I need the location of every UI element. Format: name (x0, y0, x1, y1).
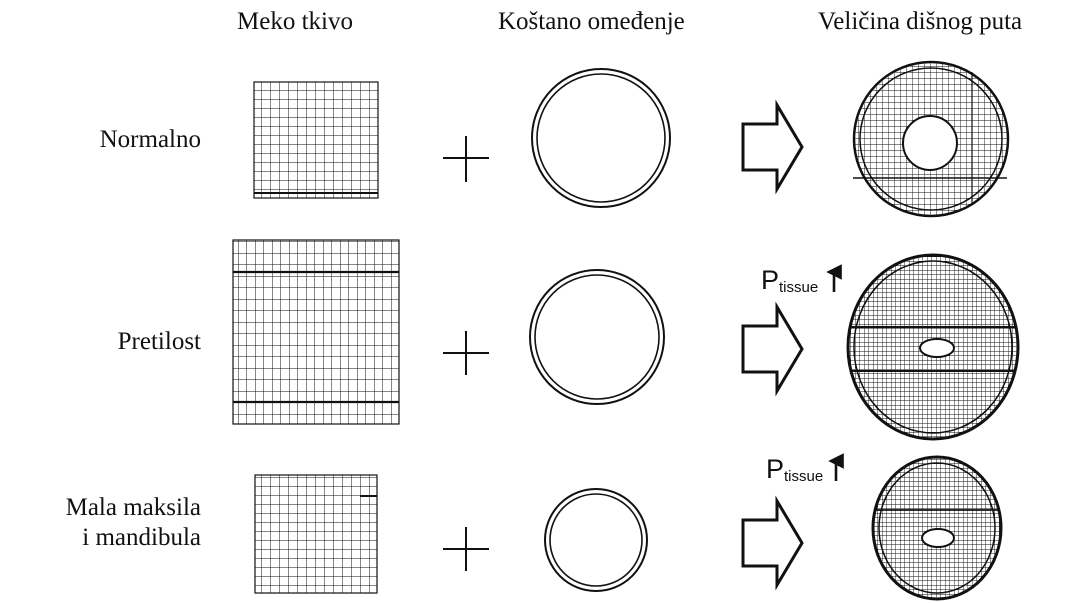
right-arrow-icon (741, 301, 804, 397)
pressure-subscript: tissue (784, 468, 823, 485)
soft-tissue-grid-obesity (232, 239, 400, 425)
soft-tissue-grid-small-jaw (254, 474, 378, 594)
airway-cross-section-obesity (846, 253, 1020, 441)
plus-icon (443, 136, 489, 182)
bony-ring-normal (531, 68, 671, 208)
row-label-normal-line1: Normalno (99, 126, 201, 153)
row-label-small-jaw-line2: i mandibula (82, 524, 201, 551)
row-label-normal: Normalno (100, 125, 201, 155)
right-arrow-icon (741, 495, 804, 591)
pressure-symbol: P (766, 454, 784, 484)
row-label-small-jaw-line1: Mala maksila (65, 494, 201, 521)
pressure-subscript: tissue (779, 279, 818, 296)
airway-cross-section-small-jaw (871, 455, 1003, 601)
pressure-symbol: P (761, 265, 779, 295)
row-label-small-jaw: Mala maksila i mandibula (66, 493, 201, 553)
row-label-obesity: Pretilost (118, 327, 201, 357)
tissue-pressure-label-obesity: P tissue (761, 264, 842, 296)
bony-ring-small-jaw (544, 488, 648, 592)
bony-ring-obesity (529, 269, 665, 405)
right-arrow-icon (741, 99, 804, 195)
header-soft-tissue: Meko tkivo (237, 8, 353, 35)
row-label-obesity-line1: Pretilost (117, 328, 201, 355)
airway-cross-section-normal (852, 60, 1010, 218)
tissue-pressure-label-small-jaw: P tissue (766, 453, 844, 485)
soft-tissue-grid-normal (253, 81, 379, 199)
plus-icon (443, 331, 489, 375)
header-airway-size: Veličina dišnog puta (818, 8, 1023, 35)
header-bony-enclosure: Koštano omeđenje (498, 8, 685, 35)
plus-icon (443, 527, 489, 571)
